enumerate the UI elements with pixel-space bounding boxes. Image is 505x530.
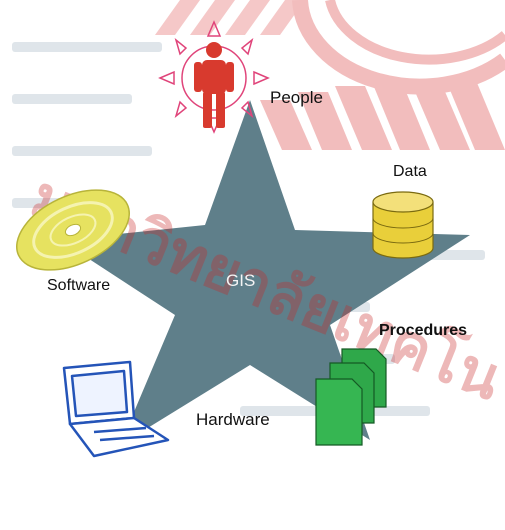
people-label: People <box>270 88 323 107</box>
laptop-icon <box>62 360 170 458</box>
hardware-label: Hardware <box>196 410 270 429</box>
software-label: Software <box>47 277 111 294</box>
gis-components-diagram: มหาวิทยาลัยเทคโนโลยีสุรนารี <box>12 0 505 519</box>
watermark-emblem <box>155 0 505 150</box>
database-cylinder-icon <box>372 191 434 259</box>
data-label: Data <box>393 163 427 180</box>
star-shape <box>60 100 470 445</box>
person-sun-icon <box>158 20 270 134</box>
document-stack-icon <box>315 348 387 446</box>
procedures-label: Procedures <box>379 322 468 339</box>
disc-icon <box>16 189 130 271</box>
gis-center-label: GIS <box>226 271 256 290</box>
